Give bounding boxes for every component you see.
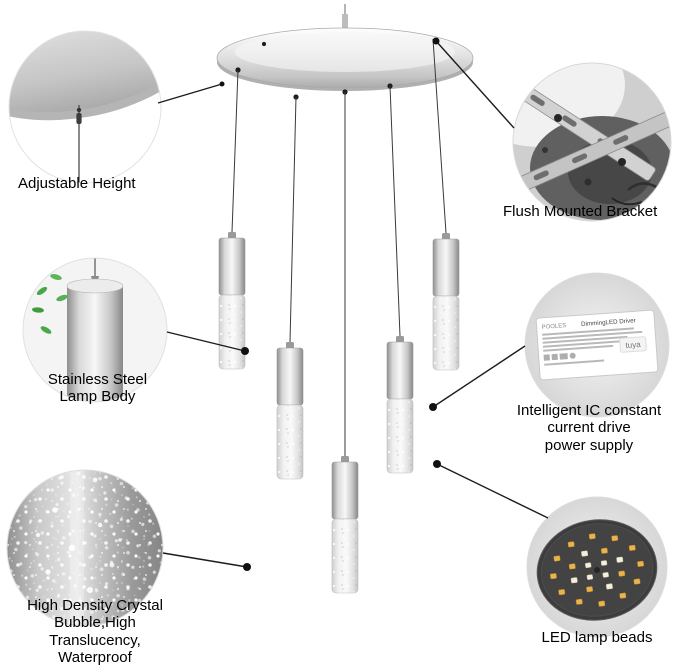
led-chips	[549, 533, 645, 607]
pendant-2	[276, 341, 304, 480]
callout-stainless-photo	[23, 258, 167, 402]
label-led-beads: LED lamp beads	[541, 629, 653, 646]
leader-stainless	[166, 331, 246, 352]
callout-circle-driver	[524, 272, 670, 418]
anchor-crystal	[243, 563, 251, 571]
callout-circle-adjustable-height	[8, 30, 162, 184]
led-board	[536, 519, 658, 621]
bracket-wire-1	[627, 182, 659, 191]
cable-4	[389, 85, 401, 337]
cable-1	[231, 69, 239, 233]
driver-title-text: DimmingLED Driver	[581, 317, 636, 328]
callout-led-photo	[527, 497, 667, 637]
pendant-5	[432, 232, 460, 371]
driver-brand-text: POOLES	[541, 323, 566, 331]
pendant-3	[331, 455, 359, 594]
cord-grip	[76, 113, 82, 124]
callout-circle-crystal	[6, 469, 164, 627]
leader-lines	[157, 40, 549, 568]
bracket-wire-2	[611, 197, 643, 206]
canopy-stem	[342, 14, 348, 32]
tuya-logo-badge	[619, 336, 647, 353]
driver-fine-print	[542, 327, 643, 366]
leader-crystal	[162, 552, 248, 568]
leader-led	[436, 463, 549, 519]
cable-5	[432, 38, 447, 234]
suspension-cables	[231, 38, 447, 456]
anchor-led	[433, 460, 441, 468]
label-stainless-steel: Stainless Steel Lamp Body	[47, 371, 148, 406]
label-adjustable-height: Adjustable Height	[18, 175, 136, 192]
tuya-logo-text: tuya	[625, 340, 641, 350]
cable-2	[289, 96, 297, 343]
steel-cylinder	[67, 286, 123, 402]
label-crystal-bubble: High Density Crystal Bubble,High Translu…	[27, 597, 163, 667]
chandelier	[216, 4, 474, 594]
callout-circle-stainless	[22, 257, 168, 403]
anchor-driver	[429, 403, 437, 411]
certification-icons	[543, 352, 576, 361]
pendant-4	[386, 335, 414, 474]
leader-anchor-dots	[219, 37, 441, 571]
leader-bracket	[435, 40, 515, 129]
callout-bracket-photo	[513, 63, 671, 221]
crystal-bubbles	[35, 476, 122, 602]
led-driver-box: POOLES DimmingLED Driver tuya	[535, 309, 659, 381]
anchor-stainless	[241, 347, 249, 355]
anchor-bracket	[432, 37, 440, 45]
label-flush-mounted-bracket: Flush Mounted Bracket	[503, 203, 658, 220]
ceiling-canopy	[216, 27, 474, 91]
callout-driver-photo: POOLES DimmingLED Driver tuya	[525, 273, 669, 417]
callout-circle-led	[526, 496, 668, 638]
anchor-adjustable-height	[219, 81, 225, 87]
callout-adjustable-height-photo	[9, 31, 161, 183]
leader-driver	[432, 345, 526, 408]
callout-circle-bracket	[512, 62, 672, 222]
bracket-screws	[542, 114, 626, 186]
leader-adjustable-height	[157, 83, 223, 104]
label-intelligent-ic: Intelligent IC constant current drive po…	[516, 402, 662, 454]
callout-crystal-photo	[7, 470, 163, 626]
